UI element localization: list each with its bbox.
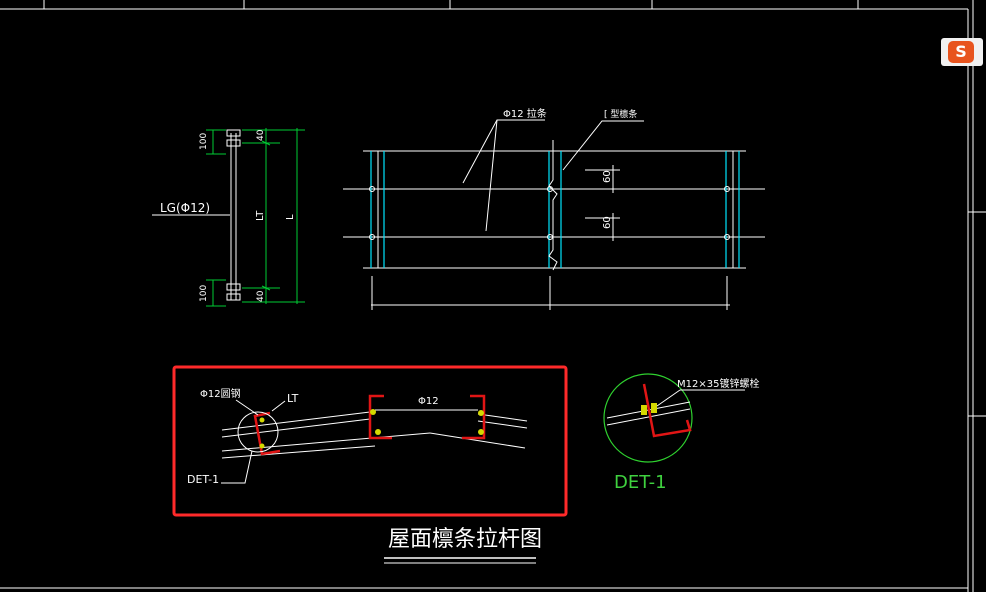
dim-60-upper: 60 [602,170,613,183]
mid-rod-label: Φ12 [418,396,439,407]
dim-top-100: 100 [199,133,209,150]
highlight-box [172,365,568,517]
drawing-title: 屋面檩条拉杆图 [388,527,542,552]
left-dimension [206,129,226,307]
dim-lt: LT [255,210,266,221]
detail-title: DET-1 [614,472,667,493]
rod-steel-label: Φ12圆钢 [200,387,241,400]
dim-l: L [285,214,296,220]
rod-label: LG(Φ12) [160,201,210,215]
roof-section-view: Φ12圆钢 LT Φ12 DET-1 [172,365,568,517]
dim-40-top: 40 [256,129,266,141]
detail-det1: M12×35镀锌螺栓 DET-1 [603,373,759,493]
bolt-label: M12×35镀锌螺栓 [677,377,759,390]
ime-toolbar[interactable]: S [941,38,983,66]
purlin-callout: [ 型檩条 [604,108,637,120]
dim-bottom-100: 100 [199,285,209,302]
purlin-plan-view: Φ12 拉条 [ 型檩条 60 60 [343,107,765,310]
drawing-title-block: 屋面檩条拉杆图 [384,527,542,564]
lt-label: LT [287,392,299,405]
rod-callout: Φ12 拉条 [503,107,547,120]
dim-40-bottom: 40 [256,290,266,302]
sogou-input-icon[interactable]: S [948,41,974,63]
right-dimension [242,128,305,304]
dim-60-lower: 60 [602,216,613,229]
tie-rod-elevation: LG(Φ12) 100 100 40 40 LT L [152,128,305,307]
detail-ref-label: DET-1 [187,473,219,486]
